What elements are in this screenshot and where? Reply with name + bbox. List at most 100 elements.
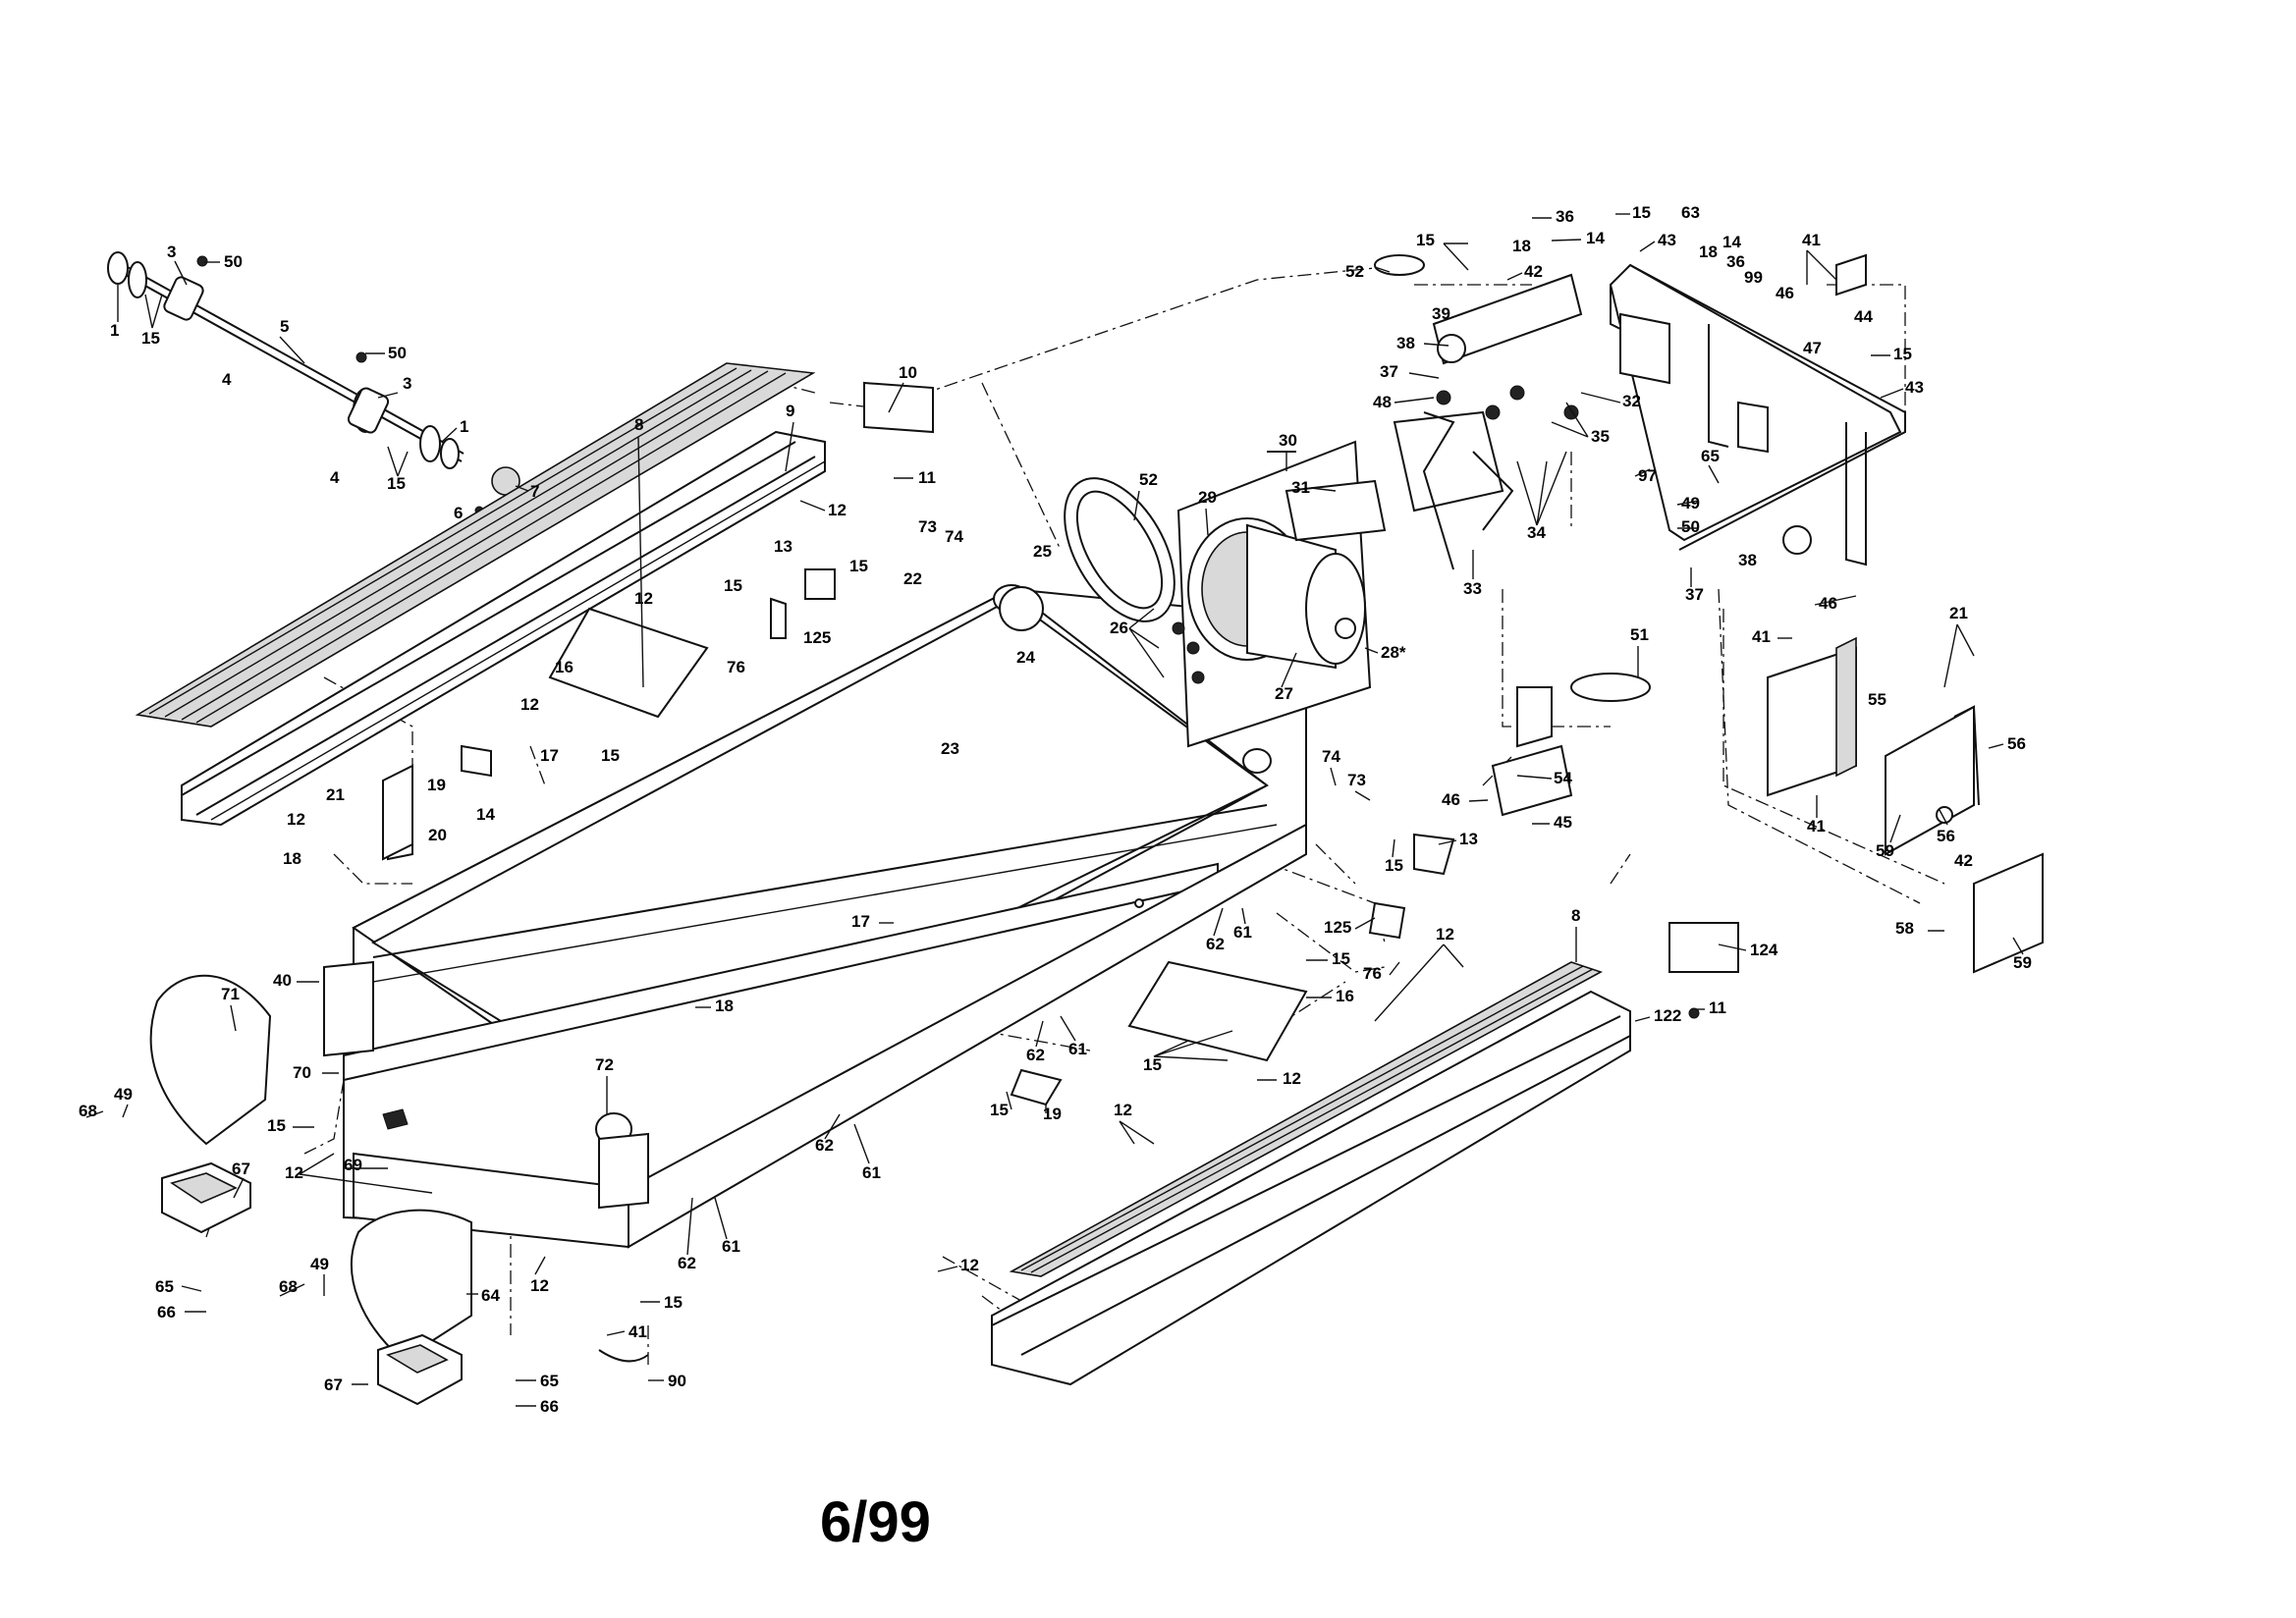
upright-frame <box>1374 253 1906 566</box>
part-label: 33 <box>1463 579 1482 598</box>
part-label: 15 <box>664 1293 683 1312</box>
part-label: 122 <box>1654 1006 1681 1025</box>
part-label: 22 <box>903 569 922 588</box>
part-label: 42 <box>1524 262 1543 281</box>
part-label: 50 <box>1681 517 1700 536</box>
part-label: 54 <box>1554 769 1572 787</box>
part-label: 46 <box>1776 284 1794 302</box>
part-label: 51 <box>1630 625 1649 644</box>
part-label: 47 <box>1803 339 1822 357</box>
part-label: 72 <box>595 1055 614 1074</box>
part-label: 71 <box>221 985 240 1003</box>
part-label: 12 <box>1114 1101 1132 1119</box>
part-label: 68 <box>279 1277 298 1296</box>
part-label: 14 <box>1586 229 1605 247</box>
part-label: 6 <box>454 504 463 522</box>
part-label: 61 <box>1233 923 1252 942</box>
part-label: 15 <box>1332 949 1350 968</box>
part-label: 15 <box>141 329 160 348</box>
part-label: 124 <box>1750 941 1778 959</box>
part-label: 18 <box>1699 243 1718 261</box>
part-label: 21 <box>326 785 345 804</box>
part-label: 65 <box>155 1277 174 1296</box>
part-label: 27 <box>1275 684 1293 703</box>
part-label: 15 <box>387 474 406 493</box>
part-label: 73 <box>1347 771 1366 789</box>
part-label: 125 <box>803 628 831 647</box>
part-label: 35 <box>1591 427 1610 446</box>
part-label: 65 <box>540 1372 559 1390</box>
part-label: 73 <box>918 517 937 536</box>
part-label: 14 <box>1722 233 1741 251</box>
part-label: 3 <box>167 243 176 261</box>
part-label: 61 <box>862 1163 881 1182</box>
label-leaders <box>85 213 2024 1407</box>
part-label: 15 <box>724 576 742 595</box>
part-label: 1 <box>110 321 119 340</box>
part-label: 37 <box>1685 585 1704 604</box>
part-label: 15 <box>267 1116 286 1135</box>
part-label: 17 <box>851 912 870 931</box>
part-label: 48 <box>1373 393 1392 411</box>
part-label: 50 <box>224 252 243 271</box>
part-label: 29 <box>1198 488 1217 507</box>
part-label: 52 <box>1345 262 1364 281</box>
part-label: 59 <box>2013 953 2032 972</box>
date-stamp: 6/99 <box>820 1490 931 1554</box>
part-label: 62 <box>1026 1046 1045 1064</box>
part-label: 49 <box>1681 494 1700 512</box>
part-label: 15 <box>601 746 620 765</box>
part-label: 69 <box>344 1156 362 1174</box>
part-label: 41 <box>1807 817 1826 836</box>
part-label: 30 <box>1279 431 1297 450</box>
part-label: 16 <box>555 658 574 676</box>
part-label: 18 <box>283 849 301 868</box>
left-rail-assembly <box>135 362 934 861</box>
part-label: 25 <box>1033 542 1052 561</box>
part-label: 76 <box>727 658 745 676</box>
part-label: 19 <box>1043 1105 1062 1123</box>
part-label: 21 <box>1949 604 1968 622</box>
right-rail-assembly <box>991 922 1739 1386</box>
part-label: 15 <box>990 1101 1009 1119</box>
part-label: 9 <box>786 402 794 420</box>
part-label: 76 <box>1363 964 1382 983</box>
part-label: 12 <box>1283 1069 1301 1088</box>
part-label: 66 <box>540 1397 559 1416</box>
part-label: 34 <box>1527 523 1546 542</box>
part-label: 56 <box>1937 827 1955 845</box>
part-label: 63 <box>1681 203 1700 222</box>
part-label: 43 <box>1905 378 1924 397</box>
part-label: 37 <box>1380 362 1398 381</box>
part-label: 49 <box>114 1085 133 1104</box>
part-label: 20 <box>428 826 447 844</box>
part-label: 41 <box>1802 231 1821 249</box>
part-label: 7 <box>530 482 539 501</box>
part-label: 46 <box>1442 790 1460 809</box>
part-label: 62 <box>815 1136 834 1155</box>
part-label: 62 <box>678 1254 696 1272</box>
part-label: 19 <box>427 776 446 794</box>
part-label: 15 <box>1416 231 1435 249</box>
part-label: 36 <box>1726 252 1745 271</box>
part-label: 56 <box>2007 734 2026 753</box>
part-label: 97 <box>1638 466 1657 485</box>
part-label: 24 <box>1016 648 1035 667</box>
part-label: 36 <box>1556 207 1574 226</box>
electronics-assembly <box>1491 636 2044 974</box>
part-label: 16 <box>1336 987 1354 1005</box>
part-label: 18 <box>715 997 734 1015</box>
part-label: 67 <box>232 1160 250 1178</box>
part-label: 14 <box>476 805 495 824</box>
part-label: 4 <box>222 370 232 389</box>
part-label: 52 <box>1139 470 1158 489</box>
part-label: 23 <box>941 739 959 758</box>
part-label: 70 <box>293 1063 311 1082</box>
front-roller-axle <box>107 251 520 515</box>
part-label: 4 <box>330 468 340 487</box>
part-label: 13 <box>1459 830 1478 848</box>
part-label: 125 <box>1324 918 1351 937</box>
part-label: 3 <box>403 374 411 393</box>
